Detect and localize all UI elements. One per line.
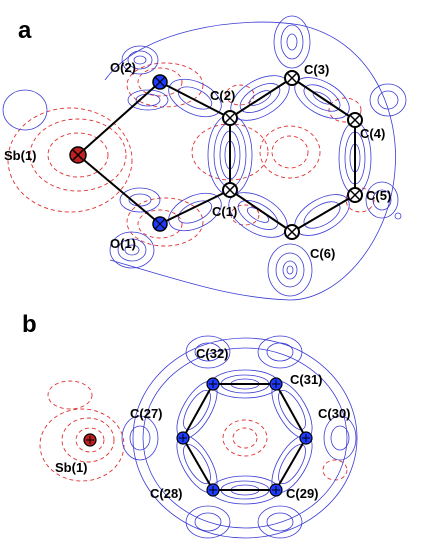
label-c6: C(6): [310, 246, 335, 261]
atom-c28-marker: [206, 483, 220, 497]
negative-contours-b: [39, 380, 348, 482]
bonds-a: [77, 77, 356, 233]
label-c2: C(2): [210, 88, 235, 103]
atom-c30-marker: [299, 431, 313, 445]
atom-c2-marker: [222, 110, 238, 126]
atom-o2-marker: [152, 74, 168, 90]
label-c30: C(30): [318, 406, 351, 421]
negative-contours-a: [7, 62, 375, 247]
label-c3: C(3): [304, 62, 329, 77]
positive-contours-b: [121, 335, 358, 539]
panel-a: a: [2, 15, 407, 301]
atom-c27-marker: [176, 431, 190, 445]
label-c1: C(1): [212, 204, 237, 219]
atom-sb1-b-marker: [83, 433, 97, 447]
atom-c1-marker: [222, 182, 238, 198]
label-c27: C(27): [130, 406, 163, 421]
atom-c32-marker: [206, 377, 220, 391]
label-sb1-b: Sb(1): [55, 460, 88, 475]
atom-c3-marker: [284, 70, 300, 86]
panel-a-label: a: [18, 17, 32, 44]
label-c28: C(28): [150, 486, 183, 501]
atom-c4-marker: [347, 112, 363, 128]
atom-sb1-marker: [69, 146, 87, 164]
label-c29: C(29): [286, 486, 319, 501]
label-sb1-a: Sb(1): [4, 148, 37, 163]
label-c4: C(4): [360, 126, 385, 141]
panel-b-label: b: [22, 311, 37, 338]
atom-o1-marker: [152, 216, 168, 232]
label-o2: O(2): [110, 60, 136, 75]
atom-c31-marker: [269, 377, 283, 391]
atoms-a: [69, 70, 363, 240]
atom-c29-marker: [269, 483, 283, 497]
panel-b: b: [22, 311, 358, 539]
label-o1: O(1): [110, 236, 136, 251]
positive-contours-a: [2, 15, 407, 301]
label-c5: C(5): [366, 188, 391, 203]
atoms-b: [83, 377, 313, 497]
label-c32: C(32): [196, 346, 229, 361]
label-c31: C(31): [290, 372, 323, 387]
atom-c6-marker: [284, 224, 300, 240]
bonds-b: [181, 383, 308, 491]
atom-c5-marker: [347, 187, 363, 203]
